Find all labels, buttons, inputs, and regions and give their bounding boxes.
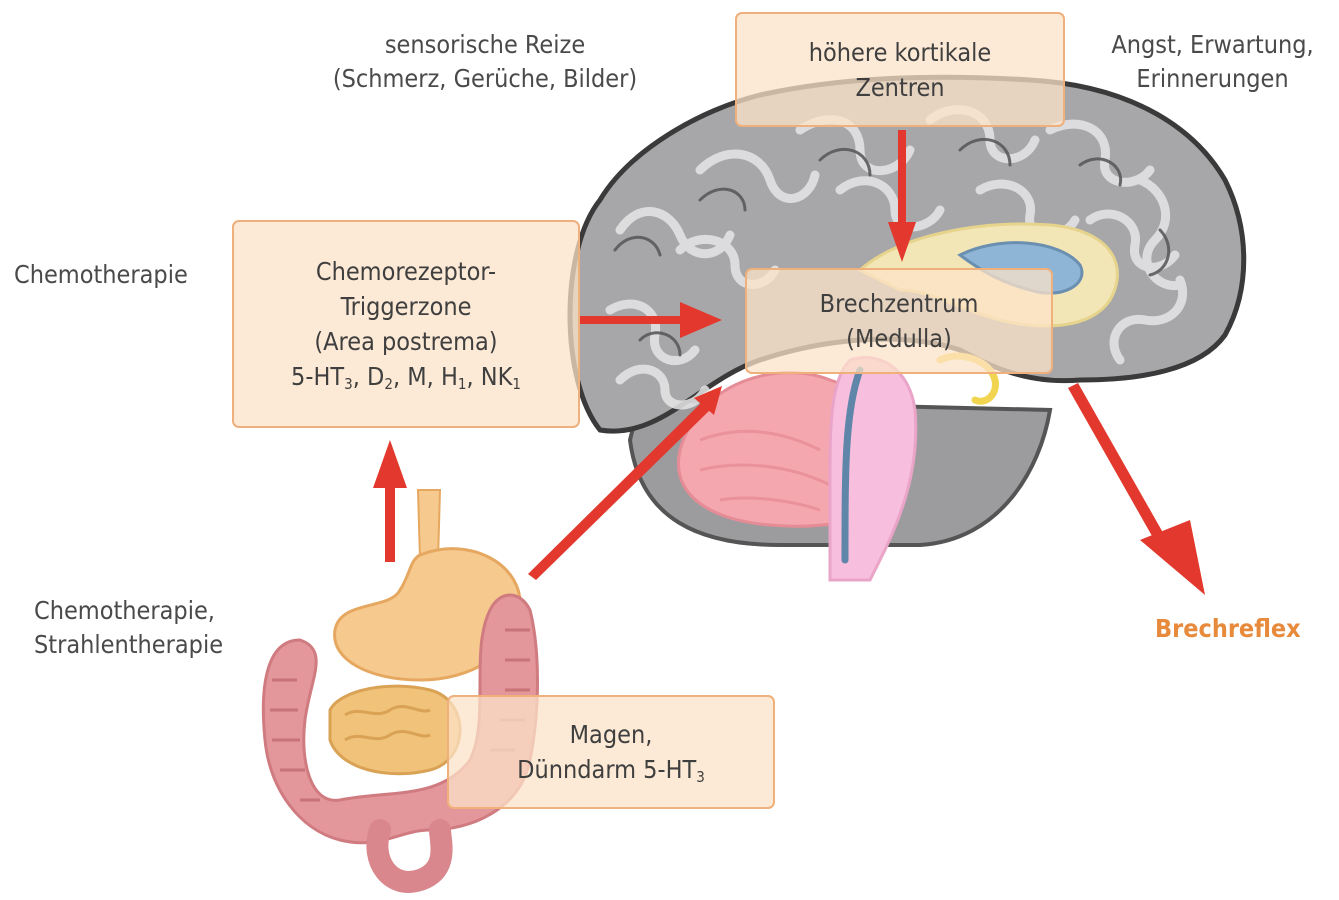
ctz-line-1: Chemorezeptor- <box>316 254 496 289</box>
receptor-5ht: 5-HT <box>291 362 344 391</box>
ctz-line-2: Triggerzone <box>341 289 472 324</box>
chemo-radio-label: Chemotherapie, Strahlentherapie <box>34 594 223 662</box>
receptor-nk: NK <box>481 362 513 391</box>
ctz-line-3: (Area postrema) <box>314 324 497 359</box>
sep-2: , <box>393 362 407 391</box>
vomiting-reflex-text: Brechreflex <box>1155 614 1301 643</box>
sep-1: , <box>353 362 367 391</box>
vomit-center-line-2: (Medulla) <box>846 321 952 356</box>
sensory-line-2: (Schmerz, Gerüche, Bilder) <box>300 62 670 96</box>
anxiety-label: Angst, Erwartung, Erinnerungen <box>1090 28 1335 96</box>
receptor-d: D <box>367 362 384 391</box>
vomit-center-line-1: Brechzentrum <box>820 286 979 321</box>
rectum <box>377 830 441 882</box>
cortex-line-2: Zentren <box>855 70 944 105</box>
gut-line-2-sub: 3 <box>696 768 705 786</box>
receptor-nk-sub: 1 <box>512 375 521 393</box>
chemotherapy-label: Chemotherapie <box>14 258 188 292</box>
arrow-center-to-reflex <box>1068 383 1205 595</box>
gut-line-2-text: Dünndarm 5-HT <box>517 755 696 784</box>
chemotherapy-text: Chemotherapie <box>14 260 188 289</box>
ctz-receptors: 5-HT3, D2, M, H1, NK1 <box>291 359 521 394</box>
sep-4: , <box>466 362 480 391</box>
higher-cortical-centers-box: höhere kortikale Zentren <box>735 12 1065 127</box>
gut-line-2: Dünndarm 5-HT3 <box>517 752 705 787</box>
ctz-box: Chemorezeptor- Triggerzone (Area postrem… <box>232 220 580 428</box>
vomiting-reflex-label: Brechreflex <box>1155 612 1301 646</box>
anxiety-line-2: Erinnerungen <box>1090 62 1335 96</box>
sensory-line-1: sensorische Reize <box>300 28 670 62</box>
digestive-tract-illustration <box>263 490 537 882</box>
gut-line-1: Magen, <box>570 717 653 752</box>
arrow-gut-to-ctz <box>373 440 407 562</box>
stomach-intestine-box: Magen, Dünndarm 5-HT3 <box>447 695 775 809</box>
anxiety-line-1: Angst, Erwartung, <box>1090 28 1335 62</box>
small-intestine <box>330 686 460 774</box>
chemo-radio-line-2: Strahlentherapie <box>34 628 223 662</box>
vomiting-center-box: Brechzentrum (Medulla) <box>745 268 1053 374</box>
receptor-d-sub: 2 <box>384 375 393 393</box>
chemo-radio-line-1: Chemotherapie, <box>34 594 223 628</box>
receptor-5ht-sub: 3 <box>344 375 353 393</box>
sep-3: , <box>427 362 441 391</box>
receptor-h: H <box>441 362 458 391</box>
sensory-stimuli-label: sensorische Reize (Schmerz, Gerüche, Bil… <box>300 28 670 96</box>
receptor-m: M <box>407 362 426 391</box>
cortex-line-1: höhere kortikale <box>809 35 991 70</box>
